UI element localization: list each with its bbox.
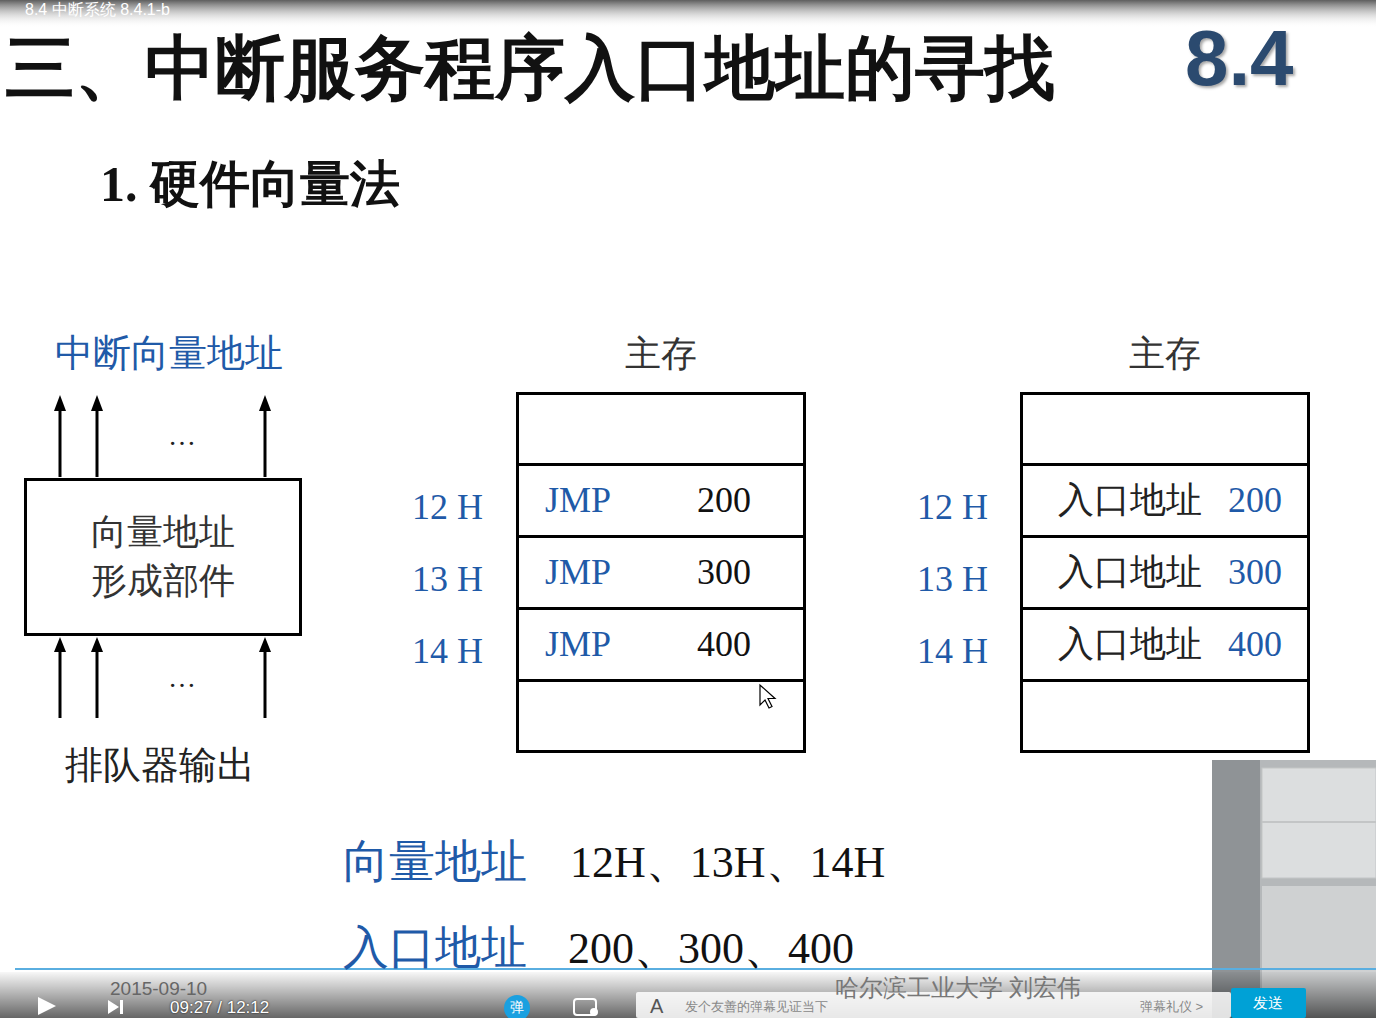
input-placeholder: 发个友善的弹幕见证当下 [685, 1000, 828, 1015]
arrow-line [96, 408, 99, 477]
video-title: 8.4 中断系统 8.4.1-b [25, 1, 170, 19]
cell-content: JMP [545, 551, 697, 594]
input-arrows [60, 650, 265, 718]
summary-value: 12H、13H、14H [570, 838, 885, 889]
playback-time: 09:27 / 12:12 [170, 998, 269, 1018]
settings-gear [590, 1008, 598, 1016]
memory-block: 主存JMP200JMP300JMP400 [516, 392, 806, 753]
arrow-head [91, 395, 103, 411]
webcam-panel [1262, 768, 1376, 878]
memory-cell: 入口地址200 [1023, 463, 1307, 538]
mouse-cursor [760, 685, 775, 708]
memory-cell: JMP200 [519, 463, 803, 538]
title-bar-shade [0, 0, 1376, 28]
send-button [1231, 988, 1306, 1018]
cell-address: 300 [1228, 551, 1282, 594]
arrow-head [54, 395, 66, 411]
author-watermark: 哈尔滨工业大学 刘宏伟 [835, 975, 1081, 1003]
arrow-line [59, 408, 62, 477]
summary-term: 入口地址 [343, 922, 527, 975]
cell-content: JMP [545, 623, 697, 666]
arrow-head [91, 637, 103, 652]
font-icon: A [650, 995, 663, 1018]
memory-cell: 入口地址400 [1023, 607, 1307, 682]
memory-heading: 主存 [1023, 333, 1307, 376]
summary-term: 向量地址 [343, 836, 527, 889]
player-bar [0, 972, 1376, 1018]
cell-address: 200 [697, 479, 751, 522]
danmaku-etiquette: 弹幕礼仪 > [1140, 1000, 1203, 1015]
section-number: 8.4 [1185, 14, 1293, 104]
memory-cell: JMP400 [519, 607, 803, 682]
arrow-head [54, 637, 66, 652]
memory-cell: 入口地址300 [1023, 535, 1307, 610]
arrow-line [264, 408, 267, 477]
cell-address: 400 [1228, 623, 1282, 666]
memory-address: 14 H [917, 631, 988, 672]
send-button-text: 发送 [1253, 994, 1283, 1011]
danmaku-toggle [504, 995, 530, 1018]
cell-content: 入口地址 [1058, 551, 1228, 594]
memory-address: 13 H [917, 559, 988, 600]
arrow-line [264, 650, 267, 718]
ellipsis: … [168, 420, 196, 452]
memory-cell: JMP300 [519, 535, 803, 610]
unit-name: 向量地址 形成部件 [83, 508, 243, 605]
ellipsis: … [168, 662, 196, 694]
arrow-line [59, 650, 62, 718]
memory-address: 14 H [412, 631, 483, 672]
memory-block: 主存入口地址200入口地址300入口地址400 [1020, 392, 1310, 753]
cell-content: 入口地址 [1058, 479, 1228, 522]
output-arrowheads [54, 395, 271, 411]
vector-address-unit: 向量地址 形成部件 [24, 478, 302, 636]
cell-address: 400 [697, 623, 751, 666]
memory-address: 12 H [917, 487, 988, 528]
output-arrows [60, 408, 265, 477]
arrow-head [259, 637, 271, 652]
webcam-panel-line [1262, 821, 1376, 823]
cell-content: JMP [545, 479, 697, 522]
signal-name: 排队器输出 [65, 744, 255, 788]
cell-address: 300 [697, 551, 751, 594]
subheading: 1. 硬件向量法 [100, 156, 400, 214]
next-icon [108, 1000, 119, 1014]
memory-address: 12 H [412, 487, 483, 528]
memory-address: 13 H [412, 559, 483, 600]
signal-name: 中断向量地址 [55, 332, 283, 376]
date-watermark: 2015-09-10 [110, 978, 207, 1000]
play-icon [38, 997, 56, 1015]
memory-heading: 主存 [519, 333, 803, 376]
arrow-head [259, 395, 271, 411]
danmaku-icon-text: 弹 [510, 999, 524, 1015]
input-arrowheads [54, 637, 271, 652]
summary-value: 200、300、400 [568, 924, 854, 975]
arrow-line [96, 650, 99, 718]
slide-title: 三、中断服务程序入口地址的寻找 [5, 30, 1055, 107]
cell-content: 入口地址 [1058, 623, 1228, 666]
cell-address: 200 [1228, 479, 1282, 522]
next-icon-bar [120, 1000, 123, 1014]
